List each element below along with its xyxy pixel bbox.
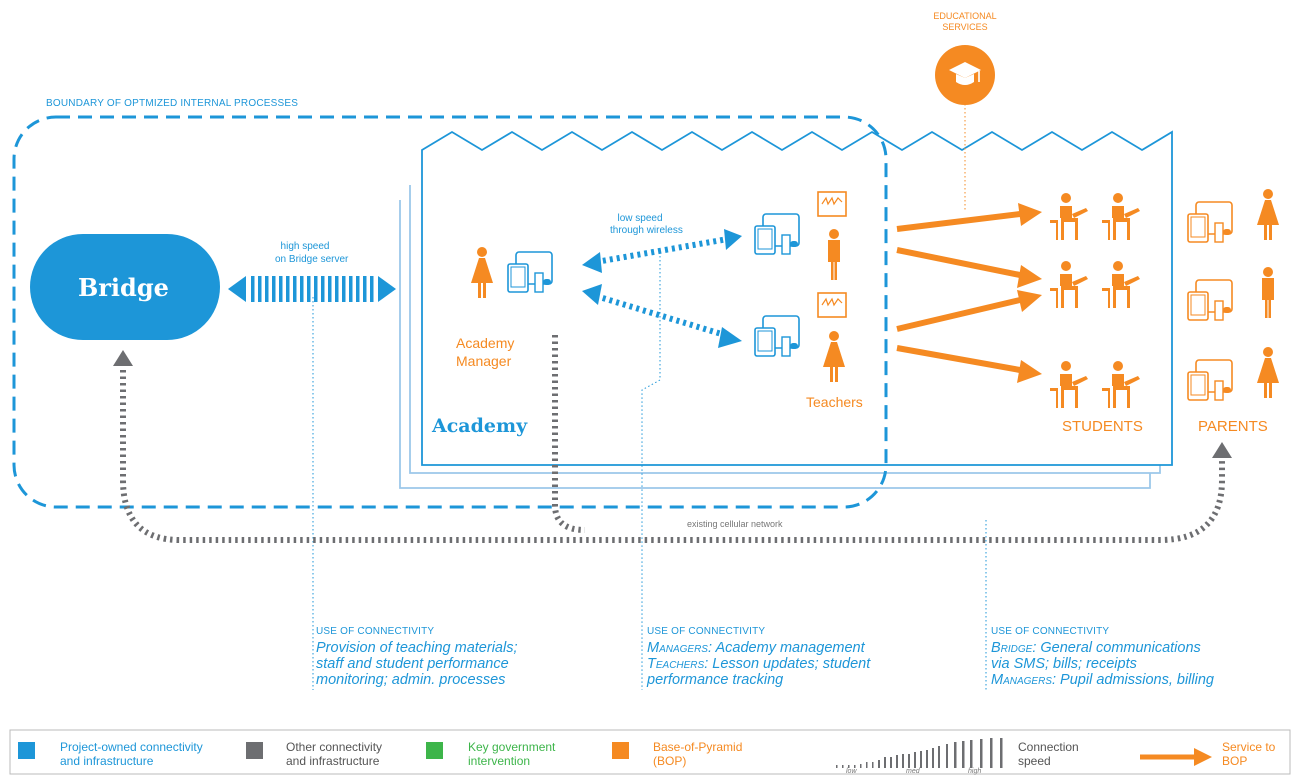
legend-swatch-bop xyxy=(612,742,629,759)
use-of-connectivity-3: USE OF CONNECTIVITY Bridge: General comm… xyxy=(991,626,1214,688)
bridge-label: Bridge xyxy=(78,273,169,302)
legend-speed-high: high xyxy=(968,768,982,775)
use-of-connectivity-1: USE OF CONNECTIVITY Provision of teachin… xyxy=(316,626,518,688)
legend-speed-low: low xyxy=(846,768,857,775)
academy-label: Academy xyxy=(432,415,528,437)
legend-swatch-government xyxy=(426,742,443,759)
boundary-label: BOUNDARY OF OPTMIZED INTERNAL PROCESSES xyxy=(46,98,299,109)
bridge-node xyxy=(30,234,220,340)
students-label: STUDENTS xyxy=(1062,418,1143,435)
legend-speed-med: med xyxy=(906,768,920,775)
legend-swatch-other xyxy=(246,742,263,759)
legend-bop: Base-of-Pyramid(BOP) xyxy=(653,740,743,768)
use-of-connectivity-2: USE OF CONNECTIVITY Managers: Academy ma… xyxy=(647,626,871,688)
teachers-label: Teachers xyxy=(806,394,863,410)
cellular-network-label: existing cellular network xyxy=(687,519,783,529)
legend-swatch-project xyxy=(18,742,35,759)
parents-label: PARENTS xyxy=(1198,418,1268,435)
